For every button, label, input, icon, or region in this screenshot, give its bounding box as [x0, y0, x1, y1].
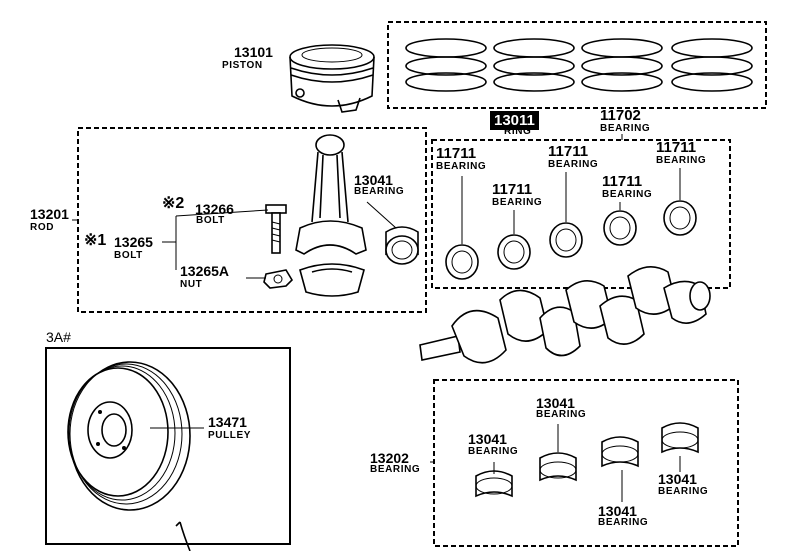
- main-bearings-drawing: [445, 134, 697, 280]
- bearing-set-name: BEARING: [600, 123, 651, 134]
- piston-drawing: [289, 44, 375, 113]
- rod-bearing-name: BEARING: [354, 186, 405, 197]
- main-bearing-5-number: 11711: [656, 139, 697, 156]
- ring-set-box: [387, 21, 767, 109]
- pulley-box: [45, 347, 291, 545]
- bearing-set-2-name: BEARING: [370, 464, 421, 475]
- piston-rings-drawing: [405, 38, 753, 92]
- ring-name: RING: [504, 126, 532, 137]
- ring-number: 13011: [490, 111, 539, 130]
- partial-part-drawing: [175, 521, 191, 552]
- piston-name: PISTON: [222, 60, 263, 71]
- main-bearing-3-number: 11711: [548, 143, 589, 160]
- rod-nut-drawing: [263, 269, 294, 289]
- rod-bearing-number: 13041: [354, 172, 393, 188]
- pulley-name: PULLEY: [208, 430, 252, 441]
- main-bearing-3-name: BEARING: [548, 159, 599, 170]
- bolt-13266-number: 13266: [195, 201, 234, 217]
- bottom-bearing-c-name: BEARING: [598, 517, 649, 528]
- rod-bearing-box: [433, 379, 739, 547]
- bottom-bearing-d-name: BEARING: [658, 486, 709, 497]
- rod-bearing-drawing: [385, 226, 419, 265]
- pulley-number: 13471: [208, 414, 247, 430]
- bolt-13265-mark: ※1: [84, 232, 107, 249]
- main-bearing-2-name: BEARING: [492, 197, 543, 208]
- bottom-bearing-a-number: 13041: [468, 431, 507, 447]
- nut-name: NUT: [180, 279, 203, 290]
- main-bearing-1-number: 11711: [436, 145, 477, 162]
- bottom-bearing-d-number: 13041: [658, 471, 697, 487]
- connecting-rod-drawing: [295, 134, 367, 297]
- rod-box: [77, 127, 427, 313]
- nut-number: 13265A: [180, 263, 230, 279]
- engine-code: 3A#: [46, 329, 71, 345]
- main-bearing-1-name: BEARING: [436, 161, 487, 172]
- main-bearing-2-number: 11711: [492, 181, 533, 198]
- bottom-bearings-drawing: [430, 422, 699, 502]
- bolt-13266-name: BOLT: [196, 215, 225, 226]
- bottom-bearing-c-number: 13041: [598, 503, 637, 519]
- main-bearing-5-name: BEARING: [656, 155, 707, 166]
- bearing-set-2-number: 13202: [370, 450, 409, 466]
- bottom-bearing-a-name: BEARING: [468, 446, 519, 457]
- bottom-bearing-b-number: 13041: [536, 395, 575, 411]
- rod-leader-lines: [72, 201, 397, 279]
- main-bearing-4-name: BEARING: [602, 189, 653, 200]
- bolt-13265-number: 13265: [114, 234, 153, 250]
- main-bearing-4-number: 11711: [602, 173, 643, 190]
- rod-bolt-drawing: [265, 204, 287, 254]
- piston-number: 13101: [234, 44, 273, 60]
- bolt-13265-name: BOLT: [114, 250, 143, 261]
- rod-number: 13201: [30, 206, 69, 222]
- bearing-set-number: 11702: [600, 107, 641, 124]
- rod-name: ROD: [30, 222, 55, 233]
- crankshaft-drawing: [419, 266, 711, 364]
- bolt-13266-mark: ※2: [162, 195, 185, 212]
- pulley-drawing: [67, 361, 204, 511]
- bottom-bearing-b-name: BEARING: [536, 409, 587, 420]
